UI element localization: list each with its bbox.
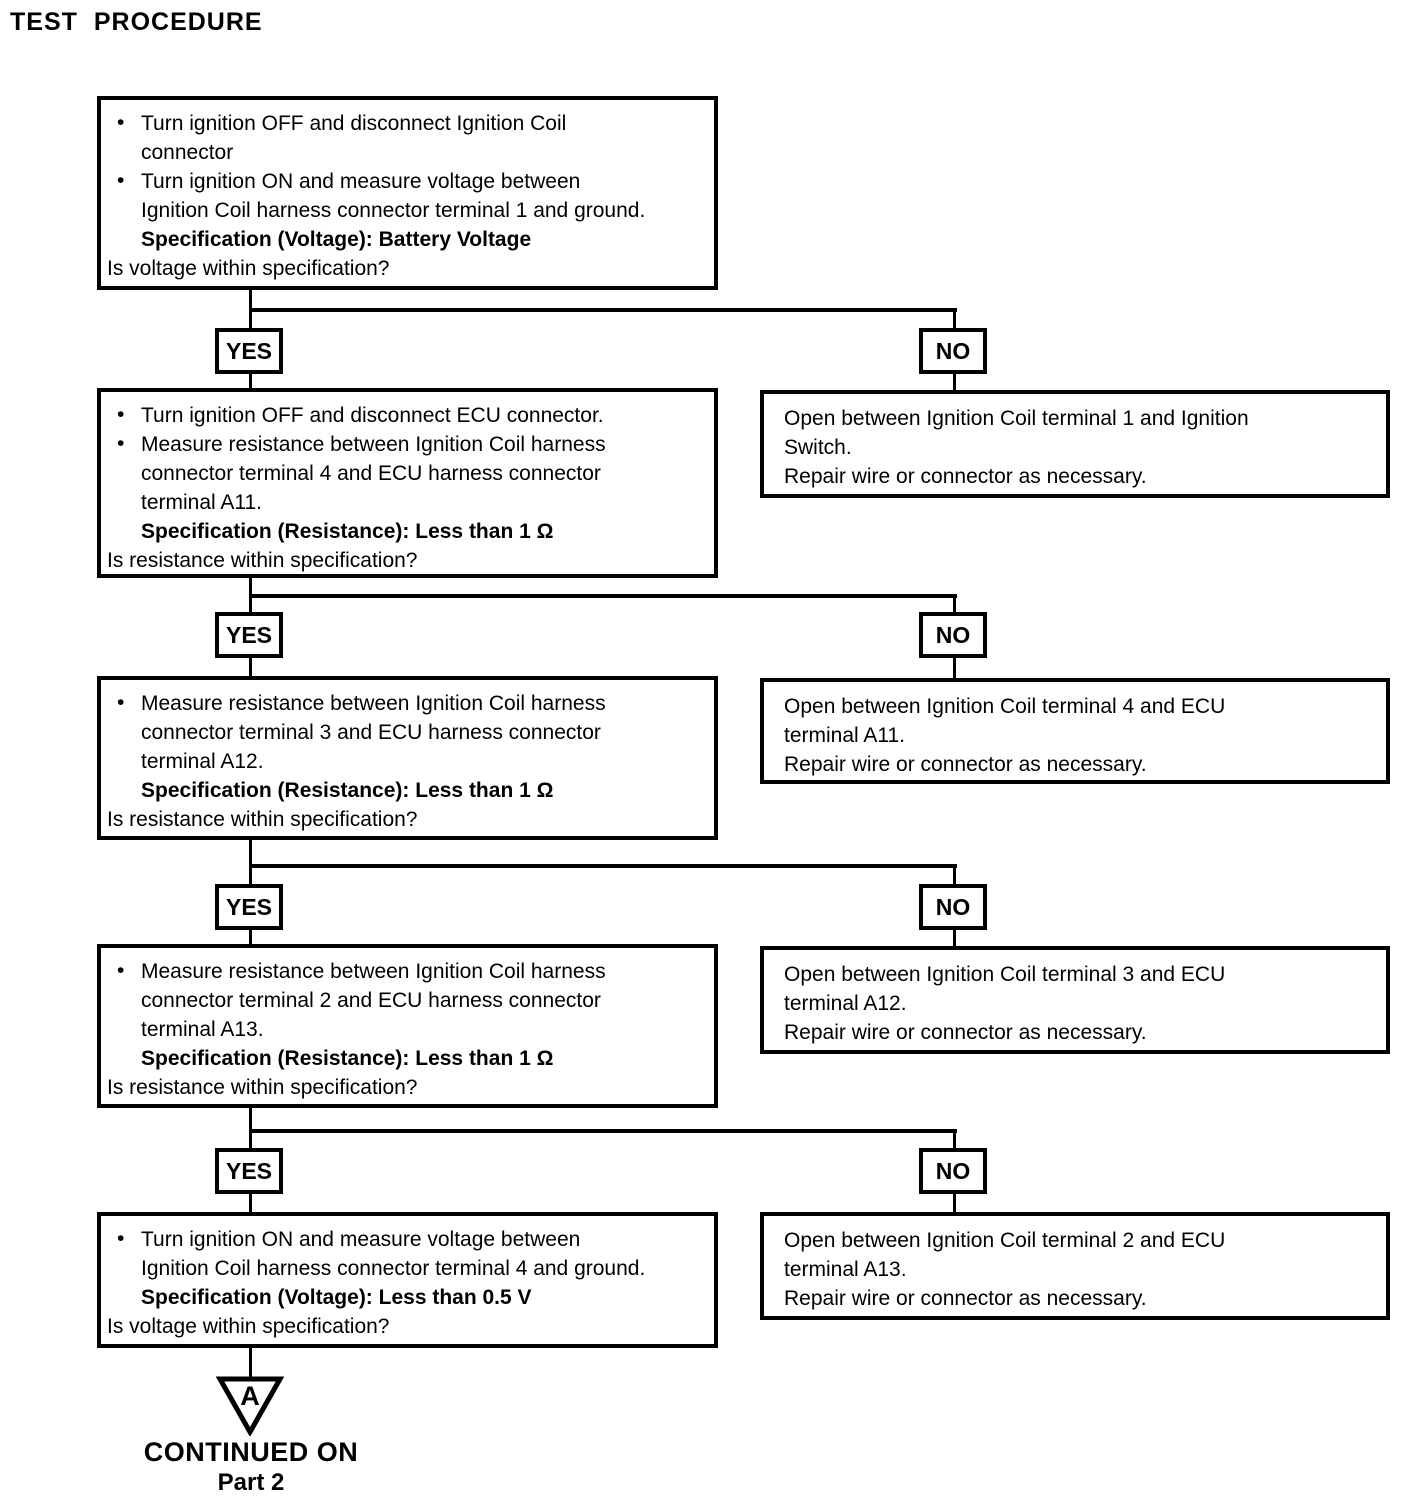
- procedure-line: connector: [101, 138, 714, 167]
- specification-line: Specification (Voltage): Battery Voltage: [141, 228, 532, 251]
- repair-text: Repair wire or connector as necessary.: [784, 465, 1147, 488]
- bullet-icon: •: [117, 691, 125, 714]
- specification-line: Specification (Resistance): Less than 1 …: [141, 520, 554, 543]
- yes-label-box-1: YES: [215, 328, 283, 374]
- procedure-line: connector terminal 4 and ECU harness con…: [101, 459, 714, 488]
- no-label-box-4: NO: [919, 1148, 987, 1194]
- procedure-text: terminal A12.: [141, 750, 264, 773]
- repair-text: Repair wire or connector as necessary.: [784, 753, 1147, 776]
- procedure-text: connector terminal 3 and ECU harness con…: [141, 721, 601, 744]
- procedure-text: Turn ignition OFF and disconnect ECU con…: [141, 404, 604, 427]
- no-label-box-2: NO: [919, 612, 987, 658]
- connector-letter: A: [240, 1381, 260, 1411]
- repair-text: Open between Ignition Coil terminal 1 an…: [784, 407, 1249, 430]
- procedure-line: • Turn ignition ON and measure voltage be…: [101, 167, 714, 196]
- procedure-box-2: • Turn ignition OFF and disconnect ECU co…: [97, 388, 718, 578]
- procedure-box-4: • Measure resistance between Ignition Coi…: [97, 944, 718, 1108]
- procedure-box-3: • Measure resistance between Ignition Coi…: [97, 676, 718, 840]
- procedure-line: • Turn ignition OFF and disconnect Igniti…: [101, 109, 714, 138]
- yes-label-box-3: YES: [215, 884, 283, 930]
- repair-text: Repair wire or connector as necessary.: [784, 1287, 1147, 1310]
- repair-text: terminal A11.: [784, 724, 906, 747]
- procedure-text: Turn ignition ON and measure voltage bet…: [141, 1228, 581, 1251]
- procedure-box-1: • Turn ignition OFF and disconnect Igniti…: [97, 96, 718, 290]
- repair-text: Repair wire or connector as necessary.: [784, 1021, 1147, 1044]
- procedure-line: Ignition Coil harness connector terminal…: [101, 196, 714, 225]
- bullet-icon: •: [117, 403, 125, 426]
- procedure-line: • Measure resistance between Ignition Coi…: [101, 957, 714, 986]
- specification-line: Specification (Resistance): Less than 1 …: [141, 779, 554, 802]
- procedure-line: connector terminal 3 and ECU harness con…: [101, 718, 714, 747]
- procedure-line: terminal A11.: [101, 488, 714, 517]
- repair-text: Open between Ignition Coil terminal 2 an…: [784, 1229, 1226, 1252]
- connector-line: [249, 594, 957, 598]
- repair-box-2: Open between Ignition Coil terminal 4 an…: [760, 678, 1390, 784]
- bullet-icon: •: [117, 959, 125, 982]
- yes-label-box-4: YES: [215, 1148, 283, 1194]
- procedure-line: • Measure resistance between Ignition Coi…: [101, 689, 714, 718]
- procedure-text: terminal A11.: [141, 491, 263, 514]
- connector-line: [249, 1348, 252, 1378]
- question-line: Is voltage within specification?: [107, 257, 390, 280]
- repair-text: terminal A13.: [784, 1258, 907, 1281]
- procedure-line: • Measure resistance between Ignition Coi…: [101, 430, 714, 459]
- procedure-text: terminal A13.: [141, 1018, 264, 1041]
- no-label-box-1: NO: [919, 328, 987, 374]
- procedure-line: terminal A13.: [101, 1015, 714, 1044]
- bullet-icon: •: [117, 432, 125, 455]
- question-line: Is resistance within specification?: [107, 808, 418, 831]
- repair-text: Switch.: [784, 436, 852, 459]
- connector-line: [249, 864, 957, 868]
- question-line: Is resistance within specification?: [107, 1076, 418, 1099]
- part-label: Part 2: [217, 1469, 285, 1496]
- repair-text: terminal A12.: [784, 992, 907, 1015]
- repair-box-3: Open between Ignition Coil terminal 3 an…: [760, 946, 1390, 1054]
- procedure-line: terminal A12.: [101, 747, 714, 776]
- procedure-text: Turn ignition OFF and disconnect Ignitio…: [141, 112, 567, 135]
- procedure-text: Measure resistance between Ignition Coil…: [141, 960, 606, 983]
- repair-box-1: Open between Ignition Coil terminal 1 an…: [760, 390, 1390, 498]
- continuation-connector-a-icon: A: [216, 1376, 284, 1436]
- bullet-icon: •: [117, 169, 125, 192]
- procedure-line: connector terminal 2 and ECU harness con…: [101, 986, 714, 1015]
- repair-text: Open between Ignition Coil terminal 4 an…: [784, 695, 1226, 718]
- specification-line: Specification (Voltage): Less than 0.5 V: [141, 1286, 532, 1309]
- procedure-text: Ignition Coil harness connector terminal…: [141, 1257, 646, 1280]
- procedure-text: Measure resistance between Ignition Coil…: [141, 433, 606, 456]
- procedure-line: Ignition Coil harness connector terminal…: [101, 1254, 714, 1283]
- bullet-icon: •: [117, 1227, 125, 1250]
- question-line: Is resistance within specification?: [107, 549, 418, 572]
- question-line: Is voltage within specification?: [107, 1315, 390, 1338]
- connector-line: [249, 308, 957, 312]
- connector-line: [249, 1129, 957, 1133]
- no-label-box-3: NO: [919, 884, 987, 930]
- repair-box-4: Open between Ignition Coil terminal 2 an…: [760, 1212, 1390, 1320]
- bullet-icon: •: [117, 111, 125, 134]
- procedure-text: connector terminal 4 and ECU harness con…: [141, 462, 601, 485]
- specification-line: Specification (Resistance): Less than 1 …: [141, 1047, 554, 1070]
- procedure-text: Ignition Coil harness connector terminal…: [141, 199, 646, 222]
- page-title: TEST PROCEDURE: [10, 8, 263, 36]
- repair-text: Open between Ignition Coil terminal 3 an…: [784, 963, 1226, 986]
- continued-on-label: CONTINUED ON: [143, 1437, 359, 1467]
- procedure-text: Turn ignition ON and measure voltage bet…: [141, 170, 581, 193]
- procedure-text: connector: [141, 141, 234, 164]
- yes-label-box-2: YES: [215, 612, 283, 658]
- procedure-text: Measure resistance between Ignition Coil…: [141, 692, 606, 715]
- procedure-text: connector terminal 2 and ECU harness con…: [141, 989, 601, 1012]
- procedure-line: • Turn ignition OFF and disconnect ECU co…: [101, 401, 714, 430]
- procedure-box-5: • Turn ignition ON and measure voltage be…: [97, 1212, 718, 1348]
- procedure-line: • Turn ignition ON and measure voltage be…: [101, 1225, 714, 1254]
